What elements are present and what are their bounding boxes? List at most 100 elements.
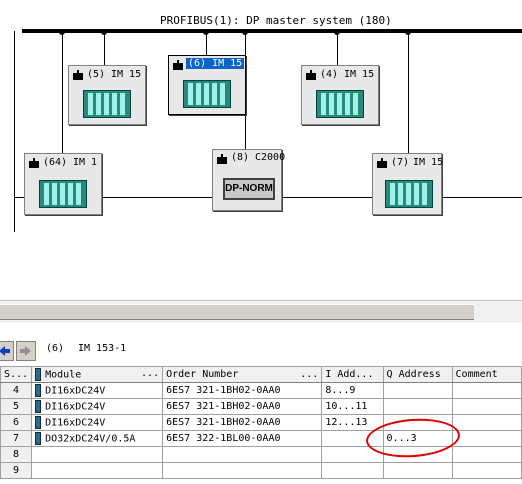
node-name: IM 15 — [111, 69, 142, 80]
bus-tap — [334, 29, 340, 35]
order-cell[interactable]: 6ES7 321-1BH02-0AA0 — [162, 414, 323, 431]
table-row[interactable]: 4 DI16xDC24V 6ES7 321-1BH02-0AA0 8...9 — [0, 382, 522, 399]
module-icon — [35, 400, 42, 413]
rack-icon — [316, 90, 364, 118]
i-address-cell[interactable]: 8...9 — [321, 382, 384, 399]
i-address-cell[interactable]: 10...11 — [321, 398, 384, 415]
comment-cell[interactable] — [451, 414, 522, 431]
node-name: IM 15 — [212, 58, 243, 69]
rack-icon — [39, 180, 87, 208]
lower-link — [440, 197, 522, 198]
comment-cell[interactable] — [451, 398, 522, 415]
table-row[interactable]: 8 — [0, 446, 522, 463]
drop-line — [104, 33, 105, 65]
node-address: (6) — [188, 58, 207, 69]
profibus-node-icon — [73, 70, 83, 80]
header-order-label: Order Number — [166, 369, 239, 380]
drop-line — [337, 33, 338, 65]
arrow-right-icon — [20, 346, 31, 356]
module-cell[interactable]: DI16xDC24V — [31, 382, 164, 399]
header-slot[interactable]: S... — [0, 366, 33, 383]
drop-line — [206, 33, 207, 55]
order-cell[interactable]: 6ES7 321-1BH02-0AA0 — [162, 398, 323, 415]
table-row[interactable]: 7 DO32xDC24V/0.5A 6ES7 322-1BL00-0AA0 0.… — [0, 430, 522, 447]
module-name: DI16xDC24V — [45, 401, 106, 413]
header-order-more: ... — [300, 369, 319, 380]
node-name: IM 15 — [413, 157, 444, 168]
table-row[interactable]: 6 DI16xDC24V 6ES7 321-1BH02-0AA0 12...13 — [0, 414, 522, 431]
module-icon — [35, 432, 42, 445]
node-address: (7) — [391, 157, 410, 168]
slot-cell: 9 — [0, 462, 33, 479]
module-table: S... Module... Order Number... I Add... … — [0, 366, 522, 479]
node-name: IM 15 — [344, 69, 375, 80]
node-name: C2000 — [255, 152, 286, 163]
comment-cell[interactable] — [451, 446, 522, 463]
comment-cell[interactable] — [451, 382, 522, 399]
module-cell[interactable]: DI16xDC24V — [31, 414, 164, 431]
q-address-cell[interactable] — [382, 382, 453, 399]
header-module-more: ... — [141, 368, 160, 379]
q-address-cell[interactable] — [382, 398, 453, 415]
profibus-line[interactable] — [22, 29, 522, 33]
order-cell[interactable]: 6ES7 321-1BH02-0AA0 — [162, 382, 323, 399]
nav-back-button[interactable] — [0, 341, 14, 361]
profibus-node-icon — [29, 158, 39, 168]
module-cell[interactable]: DO32xDC24V/0.5A — [31, 430, 164, 447]
station-name: IM 153-1 — [78, 343, 127, 354]
order-cell[interactable] — [162, 462, 323, 479]
horizontal-scrollbar[interactable] — [0, 304, 474, 320]
slot-cell: 4 — [0, 382, 33, 399]
module-icon — [35, 368, 42, 381]
node-label-selected: (6) IM 15 — [186, 58, 245, 69]
header-module[interactable]: Module... — [31, 366, 164, 383]
order-cell[interactable]: 6ES7 322-1BL00-0AA0 — [162, 430, 323, 447]
header-order-number[interactable]: Order Number... — [162, 366, 323, 383]
q-address-cell[interactable] — [382, 462, 453, 479]
module-name: DI16xDC24V — [45, 417, 106, 429]
slave-node-6[interactable]: (6) IM 15 — [168, 55, 246, 115]
node-name: IM 1 — [73, 157, 98, 168]
module-cell[interactable] — [31, 446, 164, 463]
slave-node-5[interactable]: (5) IM 15 — [68, 65, 146, 125]
profibus-node-icon — [377, 158, 387, 168]
drop-line — [408, 33, 409, 155]
i-address-cell[interactable]: 12...13 — [321, 414, 384, 431]
profibus-node-icon — [173, 60, 183, 70]
comment-cell[interactable] — [451, 462, 522, 479]
header-q-address[interactable]: Q Address — [382, 366, 453, 383]
module-cell[interactable] — [31, 462, 164, 479]
node-address: (5) — [87, 69, 106, 80]
bus-tap — [405, 29, 411, 35]
lower-link — [14, 197, 24, 198]
dp-norm-device-icon: DP-NORM — [223, 178, 275, 200]
order-cell[interactable] — [162, 446, 323, 463]
table-row[interactable]: 5 DI16xDC24V 6ES7 321-1BH02-0AA0 10...11 — [0, 398, 522, 415]
table-row[interactable]: 9 — [0, 462, 522, 479]
table-header: S... Module... Order Number... I Add... … — [0, 366, 522, 383]
slave-node-64[interactable]: (64) IM 1 — [24, 153, 102, 215]
lower-link — [100, 197, 212, 198]
station-address: (6) — [46, 343, 65, 354]
node-address: (8) — [231, 152, 250, 163]
comment-cell[interactable] — [451, 430, 522, 447]
slave-node-8[interactable]: (8) C2000 DP-NORM — [212, 149, 286, 211]
header-comment[interactable]: Comment — [451, 366, 522, 383]
slot-cell: 7 — [0, 430, 33, 447]
slave-node-4[interactable]: (4) IM 15 — [301, 65, 379, 125]
i-address-cell[interactable] — [321, 462, 384, 479]
rack-icon — [83, 90, 131, 118]
nav-forward-button[interactable] — [16, 341, 36, 361]
slot-cell: 6 — [0, 414, 33, 431]
bus-left-drop — [14, 31, 15, 232]
module-icon — [35, 416, 42, 429]
bus-tap — [101, 29, 107, 35]
profibus-node-icon — [217, 154, 227, 164]
slave-node-7[interactable]: (7) IM 15 — [372, 153, 444, 215]
module-cell[interactable]: DI16xDC24V — [31, 398, 164, 415]
drop-line — [62, 33, 63, 155]
bus-tap — [59, 29, 65, 35]
lower-link — [280, 197, 372, 198]
header-i-address[interactable]: I Add... — [321, 366, 384, 383]
bus-tap — [242, 29, 248, 35]
